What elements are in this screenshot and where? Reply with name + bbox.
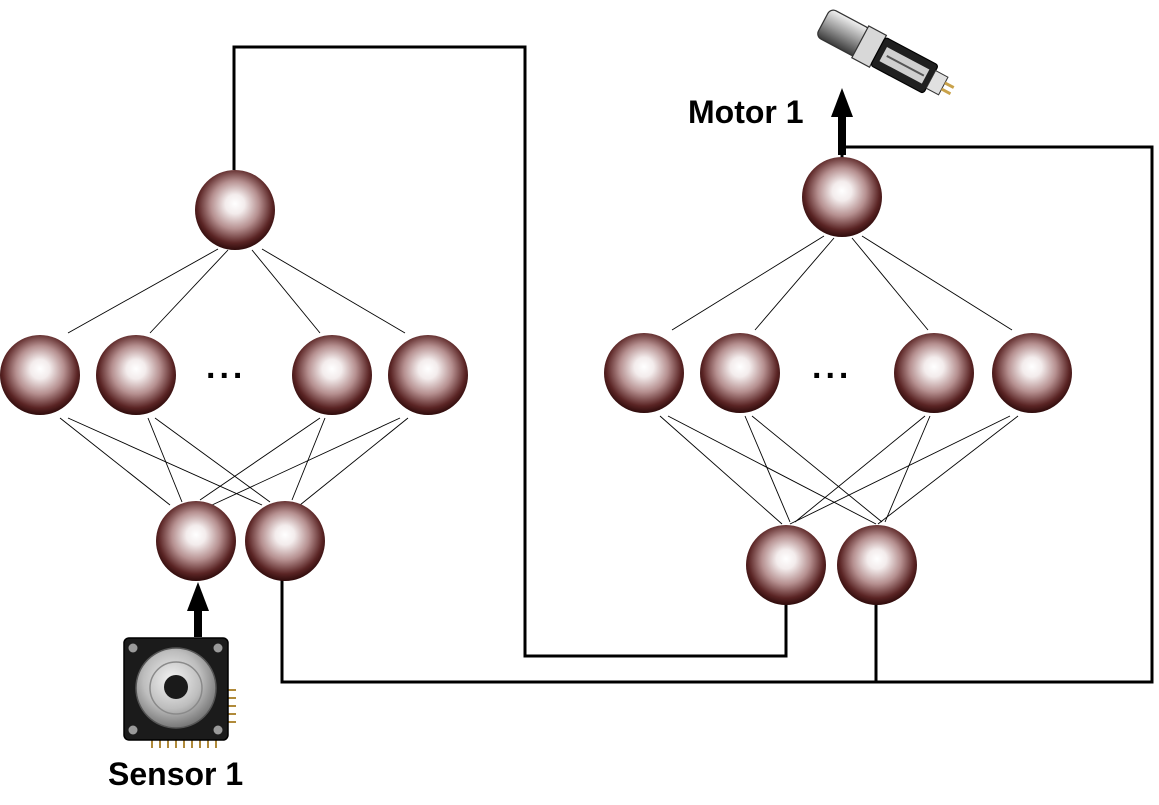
left-input-neuron-1: [156, 501, 236, 581]
right-hidden-neuron-3: [894, 333, 974, 413]
left-output-neuron: [195, 170, 275, 250]
left-input-neuron-2: [245, 501, 325, 581]
right-input-neuron-2: [837, 525, 917, 605]
left-network-connections: [59, 248, 409, 506]
left-hidden-neuron-2: [96, 335, 176, 415]
right-network-connections: [659, 235, 1019, 525]
left-hidden-neuron-3: [292, 335, 372, 415]
left-network: [0, 170, 468, 581]
motor-label: Motor 1: [688, 94, 804, 130]
sensor-arrow: [187, 582, 209, 611]
right-hidden-neuron-1: [604, 333, 684, 413]
left-hidden-neuron-1: [0, 335, 80, 415]
motor-arrow: [831, 88, 853, 117]
motor-arrow-shaft: [838, 115, 846, 155]
right-output-neuron: [802, 157, 882, 237]
right-hidden-ellipsis: ...: [812, 348, 853, 386]
sensor-chip-icon: [123, 637, 236, 748]
right-input-neuron-1: [746, 525, 826, 605]
sensor-arrow-shaft: [194, 609, 202, 637]
right-hidden-neuron-2: [700, 333, 780, 413]
right-hidden-neuron-4: [992, 333, 1072, 413]
motor-icon: [817, 9, 955, 96]
left-hidden-neuron-4: [388, 335, 468, 415]
right-network: [604, 157, 1072, 605]
sensor-label: Sensor 1: [108, 756, 244, 792]
left-hidden-ellipsis: ...: [206, 348, 247, 386]
